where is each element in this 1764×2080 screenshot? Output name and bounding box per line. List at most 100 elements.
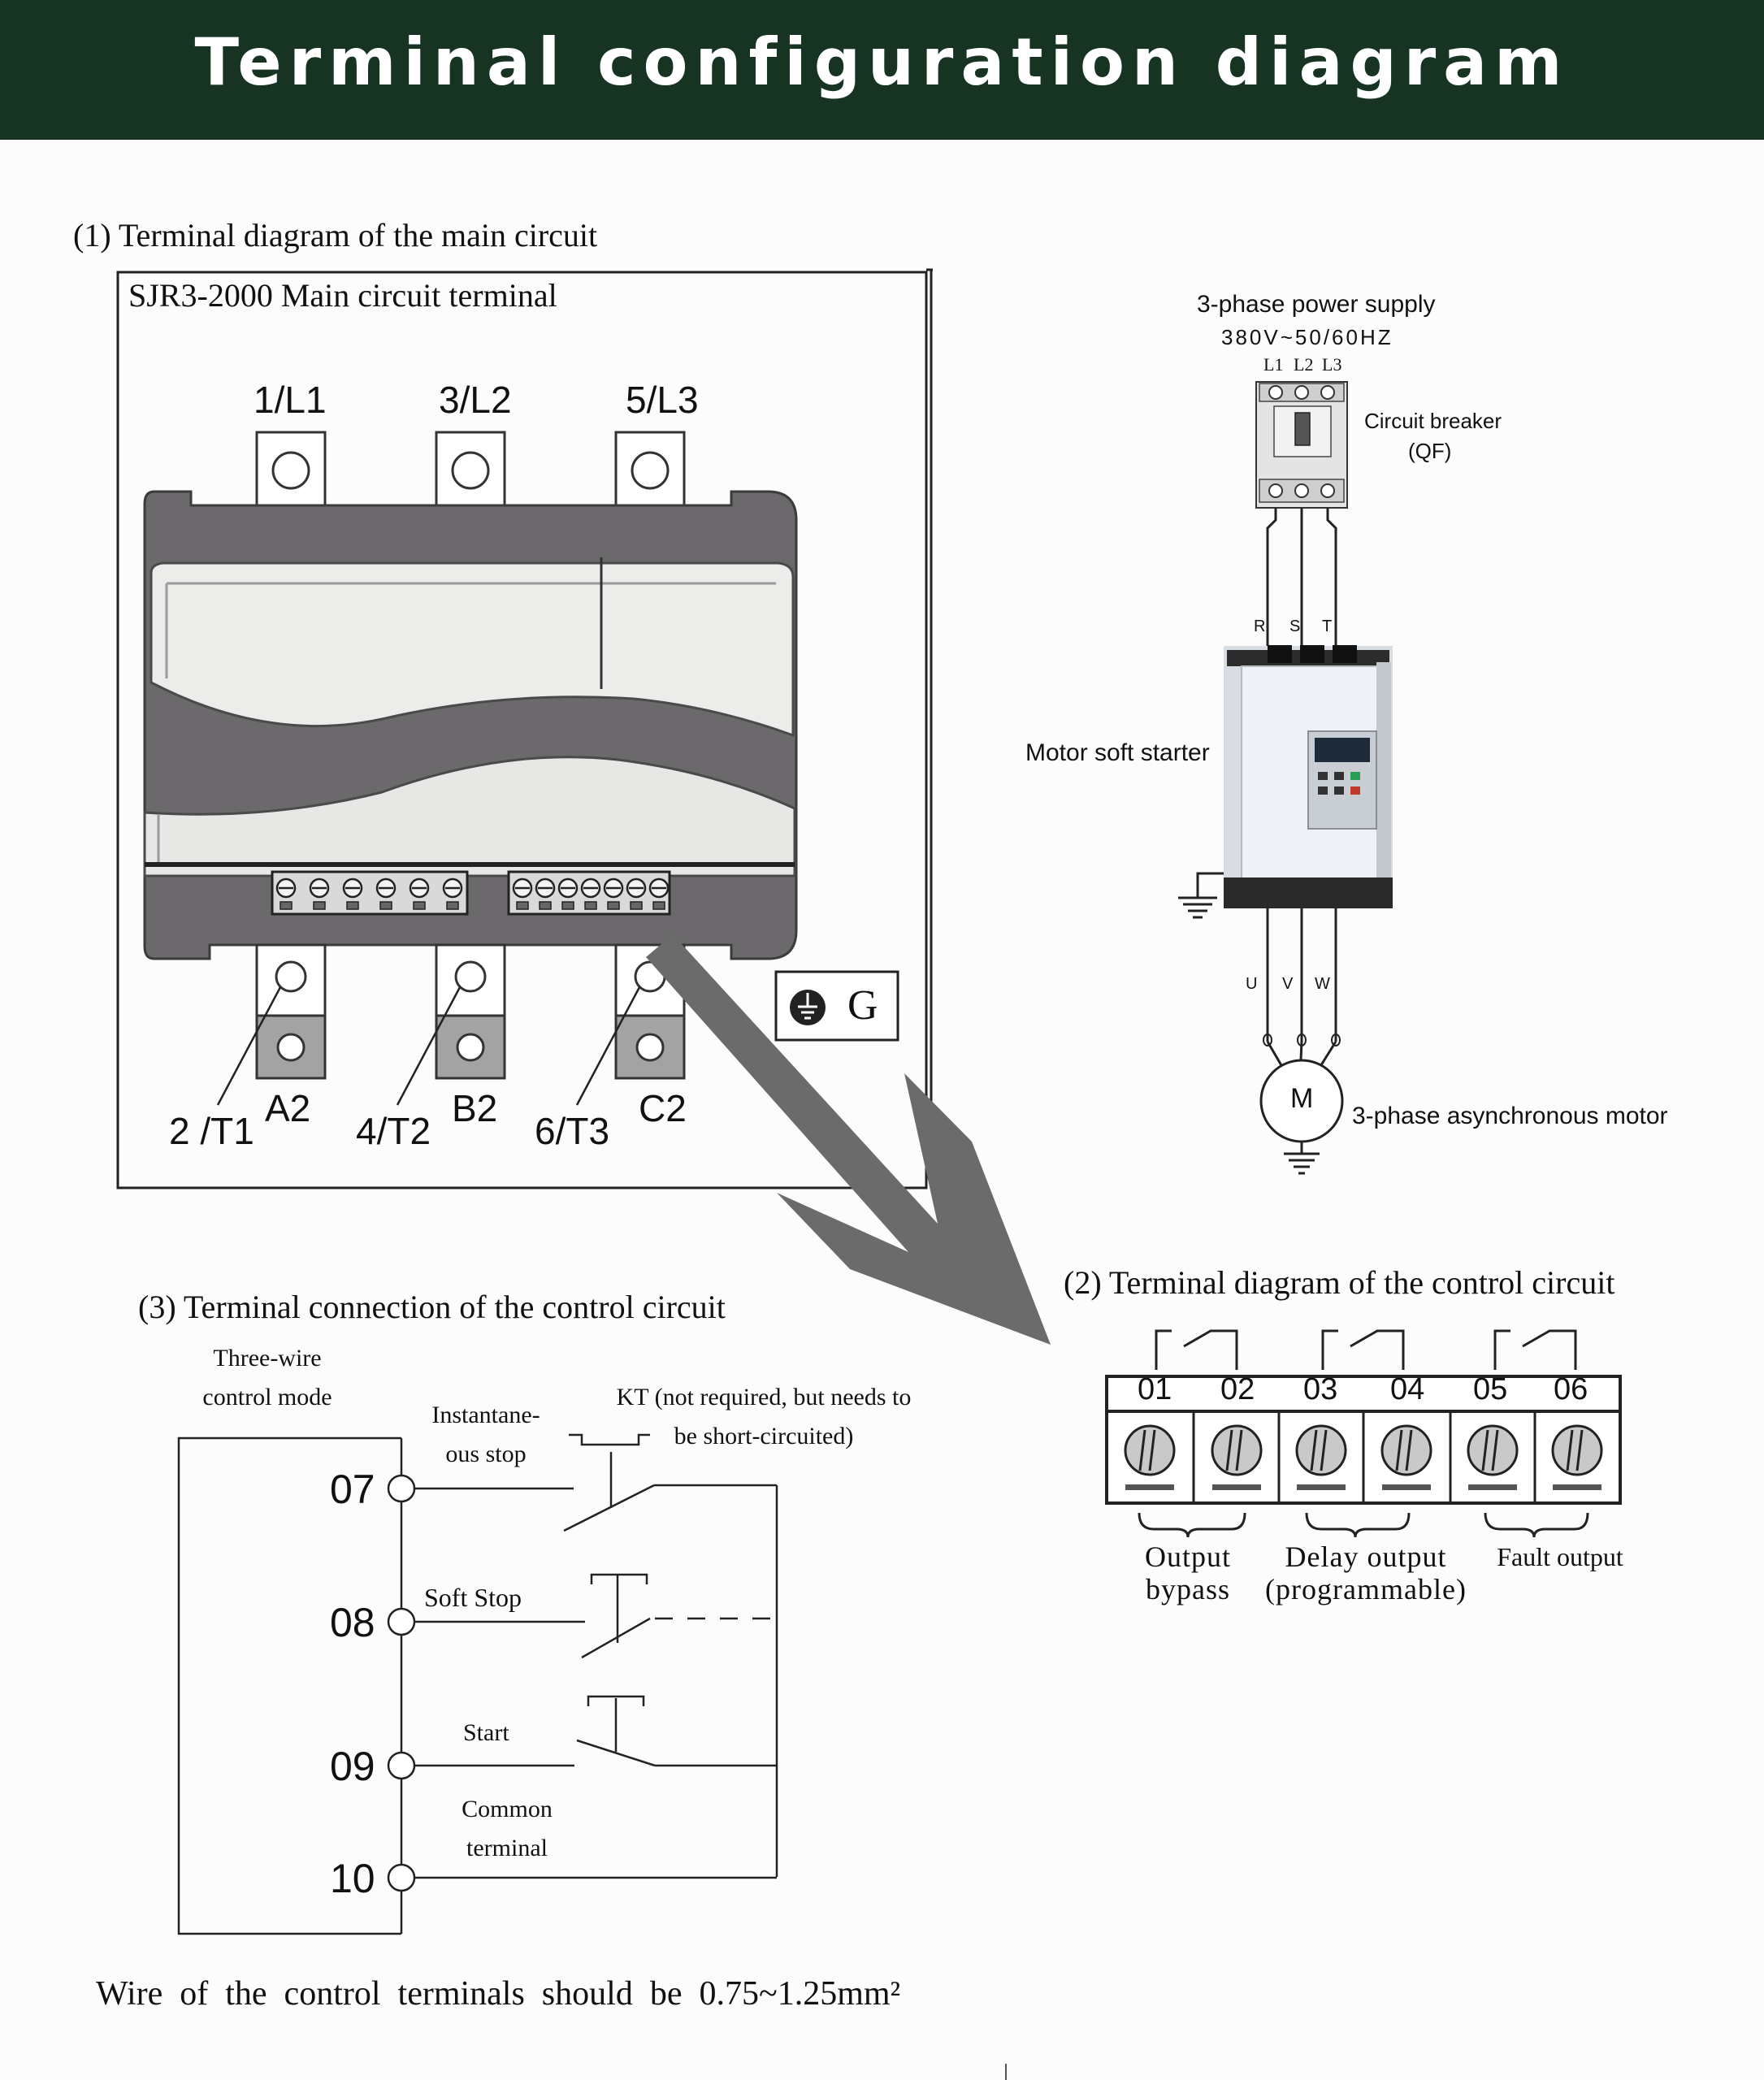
terminal-label-1-l1: 1/L1	[254, 379, 327, 421]
main-circuit-box	[116, 268, 933, 1190]
terminal-number-02: 02	[1220, 1372, 1255, 1406]
top-terminal-lugs	[255, 431, 686, 507]
strip-screw	[309, 878, 330, 910]
soft-starter-image	[1224, 645, 1393, 908]
terminal-number-01: 01	[1138, 1372, 1172, 1406]
terminal-label-5-l3: 5/L3	[626, 379, 699, 421]
group-braces	[1138, 1512, 1589, 1538]
control-circuit-wiring	[177, 1433, 778, 1935]
main-circuit-box-title: SJR3-2000 Main circuit terminal	[128, 277, 557, 314]
instant-stop-line1: Instantane-	[431, 1402, 540, 1428]
terminal-label-6-t3: 6/T3	[535, 1110, 610, 1152]
terminal-screw	[1295, 1424, 1347, 1490]
big-arrow-icon	[646, 934, 1051, 1345]
page-title: Terminal configuration diagram	[194, 24, 1570, 100]
strip-screw	[648, 878, 670, 910]
strip-screw	[580, 878, 601, 910]
strip-screw	[275, 878, 297, 910]
ground-terminal	[774, 970, 899, 1042]
breaker-code: (QF)	[1408, 439, 1452, 463]
terminal-label-4-t2: 4/T2	[356, 1110, 431, 1152]
terminal-leader-lines	[216, 986, 641, 1106]
ground-icon	[1178, 872, 1224, 919]
group-output-bypass-line1: Output	[1144, 1540, 1231, 1573]
motor-icon	[1259, 1059, 1344, 1175]
supply-title: 3-phase power supply	[1197, 291, 1436, 318]
terminal-screw	[1124, 1424, 1176, 1490]
circuit-breaker-icon	[1255, 381, 1348, 509]
terminal-screw	[1380, 1424, 1432, 1490]
starter-label: Motor soft starter	[1025, 739, 1210, 766]
terminal-label-07: 07	[330, 1467, 375, 1512]
bottom-terminal-lugs	[255, 943, 686, 1080]
terminal-label-3-l2: 3/L2	[439, 379, 512, 421]
kt-note-line2: be short-circuited)	[674, 1423, 854, 1450]
title-banner: Terminal configuration diagram	[0, 0, 1764, 140]
breaker-label: Circuit breaker	[1364, 409, 1502, 433]
phase-wires	[1266, 508, 1337, 1081]
control-terminal-screws	[1124, 1424, 1603, 1490]
terminal-number-06: 06	[1554, 1372, 1588, 1406]
supply-voltage: 380V~50/60HZ	[1221, 325, 1393, 349]
terminal-label-10: 10	[330, 1856, 375, 1901]
ground-label: G	[847, 982, 878, 1029]
kt-note: KT (not required, but needs to be short-…	[593, 1378, 934, 1456]
common-terminal-line2: terminal	[466, 1835, 548, 1861]
control-mode-label: Three-wire control mode	[162, 1339, 373, 1417]
strip-screw	[512, 878, 533, 910]
control-strip-screws	[275, 878, 670, 910]
instant-stop-label: Instantane- ous stop	[413, 1396, 559, 1474]
bypass-label-c2: C2	[639, 1087, 687, 1129]
terminal-number-03: 03	[1303, 1372, 1338, 1406]
phase-label-w: W	[1315, 975, 1330, 993]
group-delay-output-line2: (programmable)	[1265, 1573, 1467, 1606]
terminal-screw	[1467, 1424, 1519, 1490]
bypass-label-b2: B2	[452, 1087, 498, 1129]
group-delay-output: Delay output (programmable)	[1251, 1540, 1480, 1606]
supply-line-l1: L1	[1263, 354, 1284, 375]
terminal-number-04: 04	[1390, 1372, 1425, 1406]
strip-screw	[375, 878, 397, 910]
control-mode-line1: Three-wire	[213, 1345, 322, 1372]
terminal-label-08: 08	[330, 1600, 375, 1645]
strip-screw	[603, 878, 624, 910]
group-fault-output: Fault output	[1479, 1540, 1641, 1573]
start-label: Start	[463, 1719, 509, 1746]
common-terminal-line1: Common	[462, 1796, 553, 1822]
strip-screw	[442, 878, 463, 910]
strip-screw	[557, 878, 579, 910]
group-output-bypass: Output bypass	[1107, 1540, 1269, 1606]
phase-label-r: R	[1254, 618, 1266, 635]
supply-line-l3: L3	[1322, 354, 1342, 375]
strip-screw	[409, 878, 430, 910]
terminal-label-09: 09	[330, 1744, 375, 1789]
terminal-screw	[1551, 1424, 1603, 1490]
control-terminal-heading: (2) Terminal diagram of the control circ…	[1064, 1264, 1615, 1301]
kt-note-line1: KT (not required, but needs to	[616, 1384, 912, 1410]
common-terminal-label: Common terminal	[434, 1790, 580, 1868]
terminal-label-2-t1: 2 /T1	[169, 1110, 254, 1152]
control-terminal-circles	[387, 1474, 416, 1892]
soft-stop-label: Soft Stop	[424, 1583, 522, 1612]
wire-size-footnote: Wire of the control terminals should be …	[96, 1975, 901, 2013]
soft-starter-body	[143, 490, 798, 960]
control-connection-heading: (3) Terminal connection of the control c…	[138, 1289, 726, 1325]
strip-screw	[535, 878, 556, 910]
main-circuit-heading: (1) Terminal diagram of the main circuit	[73, 217, 598, 254]
terminal-number-05: 05	[1473, 1372, 1508, 1406]
strip-screw	[342, 878, 363, 910]
bypass-label-a2: A2	[265, 1087, 311, 1129]
phase-label-t: T	[1322, 618, 1333, 635]
group-delay-output-line1: Delay output	[1285, 1540, 1447, 1573]
relay-contact-symbols	[1155, 1329, 1577, 1370]
group-fault-output-line1: Fault output	[1497, 1542, 1623, 1571]
strip-screw	[626, 878, 647, 910]
control-mode-line2: control mode	[202, 1384, 332, 1410]
supply-line-l2: L2	[1294, 354, 1314, 375]
phase-label-s: S	[1289, 618, 1301, 635]
motor-label: 3-phase asynchronous motor	[1352, 1103, 1668, 1129]
terminal-screw	[1211, 1424, 1263, 1490]
control-terminal-block	[1105, 1375, 1622, 1505]
motor-symbol: M	[1290, 1083, 1314, 1114]
